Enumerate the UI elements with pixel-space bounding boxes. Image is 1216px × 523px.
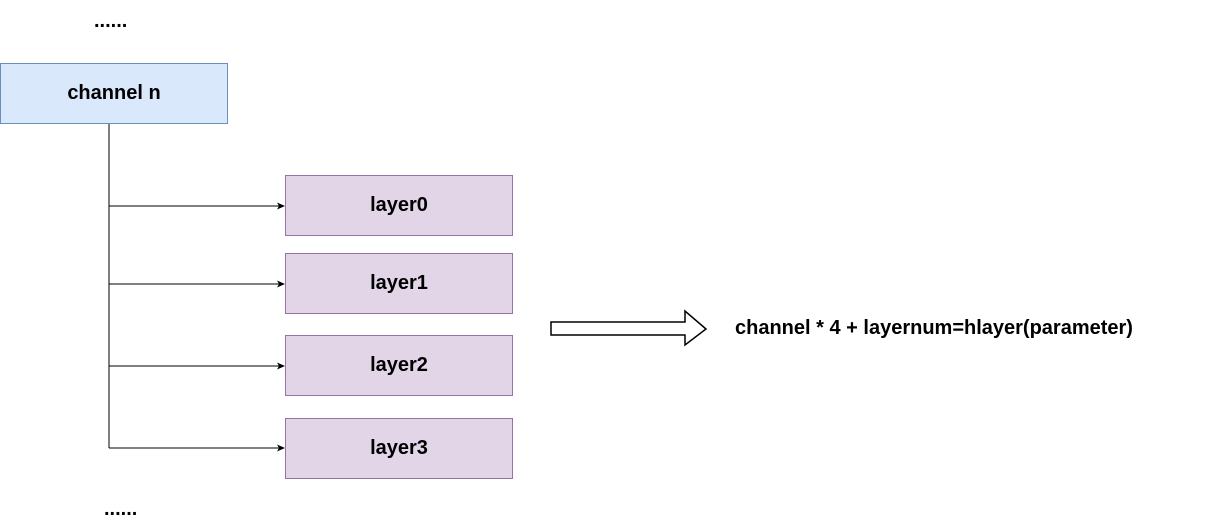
channel-n-label: channel n <box>67 82 161 104</box>
layer-label: layer2 <box>370 354 428 376</box>
layer-label: layer0 <box>370 194 428 216</box>
ellipsis-bottom: ...... <box>104 498 138 520</box>
channel-n-node: channel n <box>0 63 228 124</box>
layer-node-2: layer2 <box>285 335 513 396</box>
layer-node-3: layer3 <box>285 418 513 479</box>
layer-node-0: layer0 <box>285 175 513 236</box>
ellipsis-top: ...... <box>94 10 128 32</box>
hollow-arrow-icon <box>550 309 708 347</box>
layer-label: layer1 <box>370 272 428 294</box>
formula-label: channel * 4 + layernum=hlayer(parameter) <box>735 317 1133 339</box>
layer-label: layer3 <box>370 437 428 459</box>
layer-node-1: layer1 <box>285 253 513 314</box>
